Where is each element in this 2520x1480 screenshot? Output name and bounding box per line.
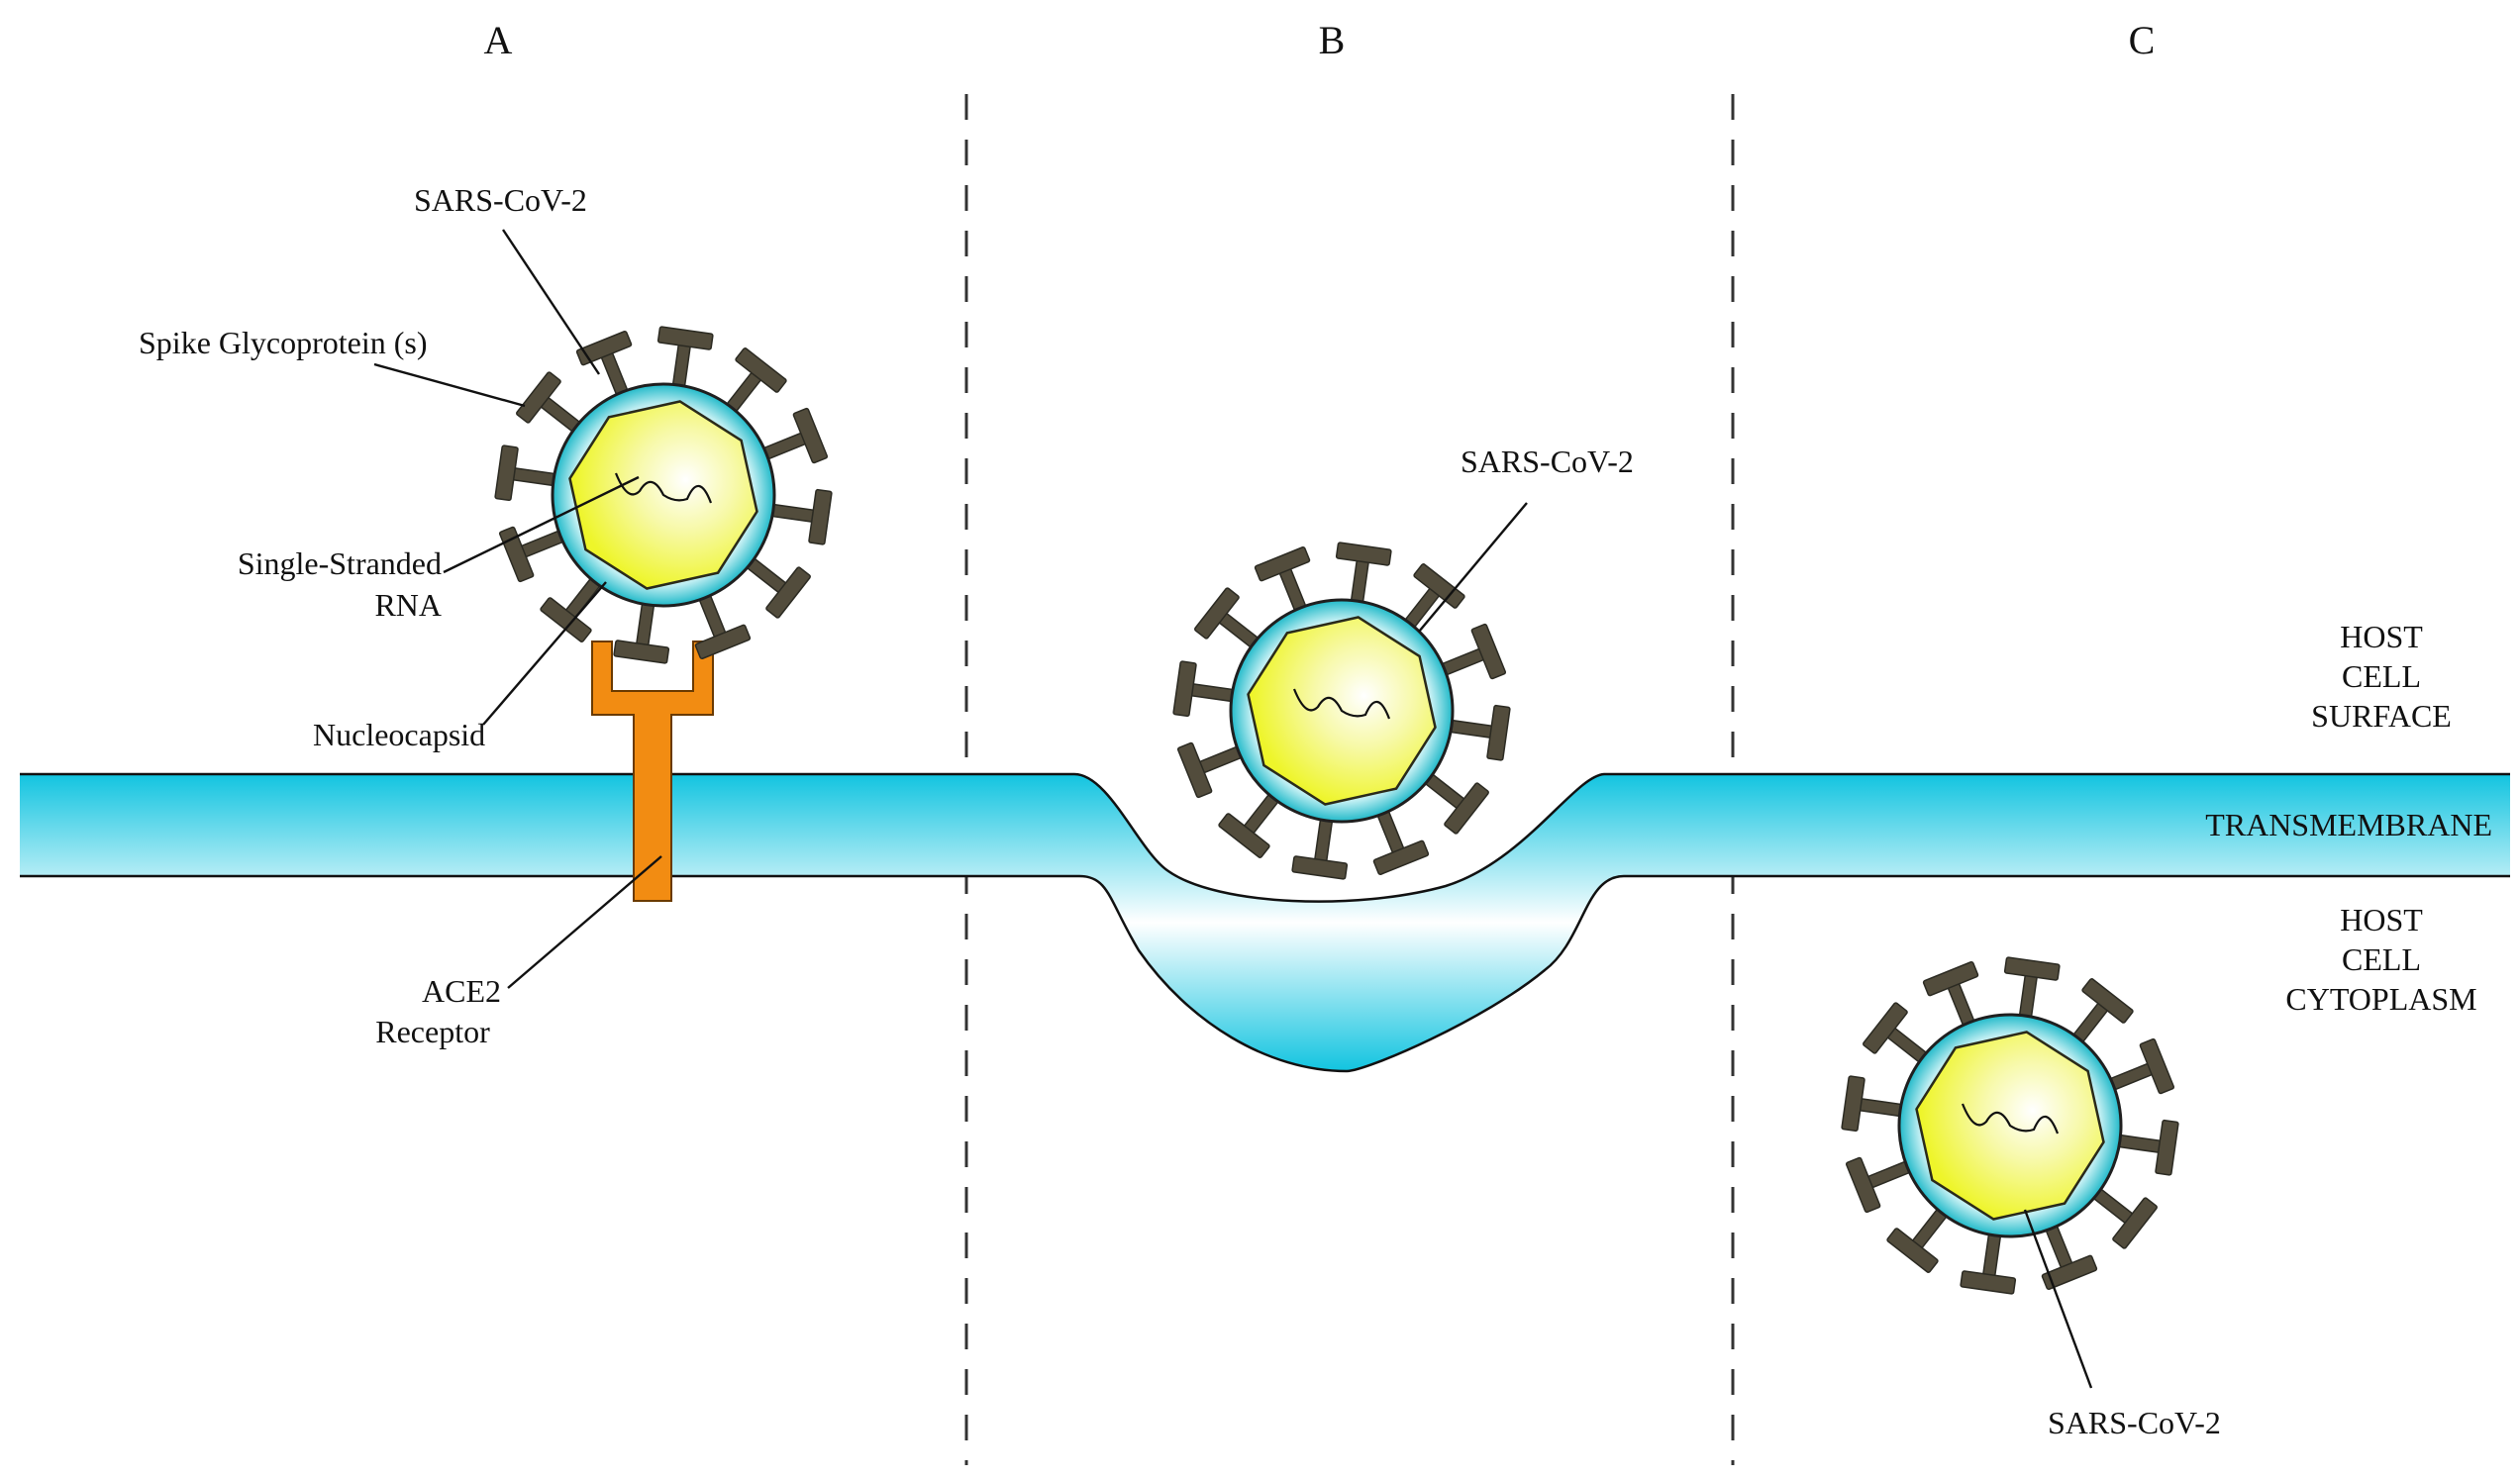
leader-rna [443, 475, 640, 574]
panel-letter-c: C [2129, 18, 2156, 62]
leader-nucleocapsid [482, 581, 607, 726]
label-nucleocapsid: Nucleocapsid [313, 717, 485, 752]
virus-a-rna [614, 472, 713, 504]
spike-glycoprotein [2109, 1037, 2175, 1095]
label-receptor: Receptor [375, 1014, 490, 1049]
label-single-stranded: Single-Stranded [238, 545, 442, 581]
ace2-receptor [591, 641, 714, 902]
spike-glycoprotein [1194, 587, 1260, 648]
leader-sars-a [502, 229, 600, 375]
spike-glycoprotein [2092, 1188, 2158, 1249]
spike-glycoprotein [1960, 1233, 2017, 1295]
leader-ace2 [507, 855, 662, 989]
spike-glycoprotein [1863, 1002, 1928, 1063]
label-host-surface-2: CELL [2342, 658, 2421, 694]
spike-glycoprotein [2041, 1225, 2098, 1291]
label-transmembrane: TRANSMEMBRANE [2205, 807, 2492, 842]
spike-glycoprotein [2118, 1119, 2179, 1176]
membrane-outer-edge [20, 772, 2510, 903]
spike-glycoprotein [656, 326, 714, 387]
spike-glycoprotein [1922, 960, 1979, 1027]
spike-glycoprotein [494, 444, 555, 502]
leader-sars-c [2023, 1209, 2093, 1389]
spike-glycoprotein [516, 371, 581, 433]
virus-particle-a [494, 326, 833, 664]
spike-glycoprotein [2003, 956, 2061, 1018]
spike-glycoprotein [1335, 542, 1392, 603]
label-host-cytoplasm-2: CELL [2342, 941, 2421, 977]
label-host-surface-1: HOST [2340, 619, 2423, 654]
leader-spike [373, 362, 526, 408]
spike-glycoprotein [575, 330, 633, 396]
leader-lines [373, 229, 2093, 1389]
spike-glycoprotein [1176, 741, 1243, 799]
spike-glycoprotein [1291, 819, 1349, 880]
panel-letter-b: B [1319, 18, 1346, 62]
label-sars-cov-2-a: SARS-CoV-2 [414, 182, 587, 218]
label-ace2: ACE2 [422, 973, 501, 1009]
spike-glycoprotein [726, 347, 787, 413]
spike-glycoprotein [1372, 810, 1430, 876]
label-rna: RNA [374, 587, 442, 623]
label-host-cytoplasm-1: HOST [2340, 902, 2423, 937]
spike-glycoprotein [1841, 1075, 1902, 1133]
spike-glycoprotein [1845, 1156, 1911, 1214]
spike-glycoprotein [1218, 793, 1279, 858]
label-sars-cov-2-b: SARS-CoV-2 [1461, 444, 1634, 479]
spike-glycoprotein [2072, 978, 2134, 1043]
spike-glycoprotein [1450, 704, 1511, 761]
spike-glycoprotein [1441, 623, 1507, 680]
virus-c-rna [1961, 1103, 2060, 1135]
label-host-cytoplasm-3: CYTOPLASM [2285, 981, 2476, 1017]
spike-glycoprotein [1424, 773, 1489, 835]
virus-particle-c [1841, 956, 2179, 1295]
spike-glycoprotein [1172, 660, 1234, 718]
label-sars-cov-2-c: SARS-CoV-2 [2048, 1405, 2221, 1440]
spike-glycoprotein [613, 603, 670, 664]
label-host-surface-3: SURFACE [2311, 698, 2452, 734]
virus-b-rna [1292, 688, 1391, 720]
spike-glycoprotein [746, 557, 811, 619]
spike-glycoprotein [1404, 563, 1465, 629]
spike-glycoprotein [771, 488, 833, 545]
ace2-receptor-shape [591, 641, 714, 902]
virus-particle-b [1172, 542, 1511, 880]
panel-letter-a: A [484, 18, 513, 62]
label-spike-glycoprotein: Spike Glycoprotein (s) [139, 325, 428, 360]
spike-glycoprotein [1254, 545, 1311, 612]
leader-sars-b [1418, 502, 1528, 633]
membrane-inner-edge [20, 874, 2510, 1073]
